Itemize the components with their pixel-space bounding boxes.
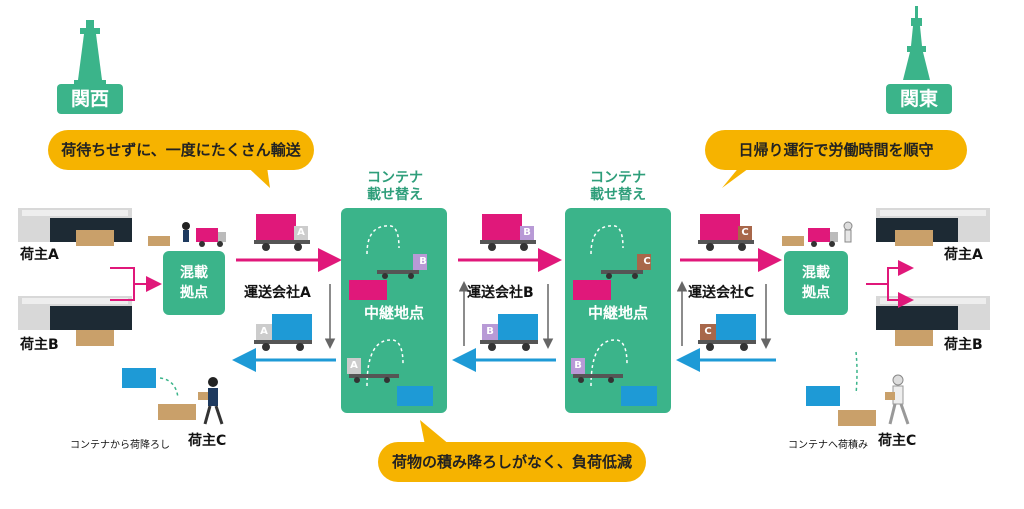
note-unload: コンテナから荷降ろし: [70, 440, 170, 451]
truck-top-c: [698, 214, 754, 251]
letter-a-hub1: A: [350, 360, 358, 371]
warehouse-right-b: [876, 296, 990, 346]
truck-top-b: [480, 214, 536, 251]
container-right: [806, 386, 840, 406]
truck-bottom-a: [254, 314, 312, 351]
letter-b-hub2: B: [574, 360, 582, 371]
region-west: 関西: [57, 84, 123, 114]
letter-b-bottom: B: [486, 326, 494, 337]
relay-hub-1-graphics: [347, 225, 433, 406]
shipper-b-west: 荷主B: [20, 337, 59, 353]
mixing-hub-west: 混載 拠点: [163, 251, 225, 315]
region-east: 関東: [886, 84, 952, 114]
worker-right-icon: [885, 374, 910, 425]
letter-a-top: A: [297, 227, 305, 238]
truck-bottom-b: [480, 314, 538, 351]
mixing-hub-east: 混載 拠点: [784, 251, 848, 315]
carrier-b: 運送会社B: [467, 285, 534, 301]
transfer-title-1: コンテナ 載せ替え: [367, 170, 423, 203]
shipper-c-east: 荷主C: [878, 433, 917, 449]
warehouse-right-a: [876, 208, 990, 246]
skytree-icon: [903, 6, 930, 80]
note-load: コンテナへ荷積み: [788, 440, 868, 451]
carrier-c: 運送会社C: [688, 285, 755, 301]
container-left: [122, 368, 156, 388]
warehouse-left-a: [18, 208, 132, 246]
warehouse-left-b: [18, 296, 132, 346]
osaka-tower-icon: [74, 20, 106, 86]
truck-bottom-c: [698, 314, 756, 351]
relay-hub-2: 中継地点 C B: [565, 208, 671, 413]
letter-c-hub2: C: [643, 256, 651, 267]
relay-label-2: 中継地点: [587, 304, 648, 322]
bubble-east: 日帰り運行で労働時間を順守: [705, 130, 967, 170]
relay-hub-2-graphics: [571, 225, 657, 406]
worker-left-icon: [198, 377, 224, 425]
carrier-a: 運送会社A: [244, 285, 311, 301]
shipper-c-west: 荷主C: [188, 433, 227, 449]
relay-label-1: 中継地点: [363, 304, 424, 322]
bubble-west: 荷待ちせずに、一度にたくさん輸送: [48, 130, 314, 170]
letter-c-top: C: [741, 227, 749, 238]
letter-b-hub1: B: [419, 256, 427, 267]
shipper-b-east: 荷主B: [944, 337, 983, 353]
bubble-tail-bottom: [420, 420, 450, 445]
transfer-title-2: コンテナ 載せ替え: [590, 170, 646, 203]
truck-top-a: [254, 214, 310, 251]
letter-b-top: B: [523, 227, 531, 238]
letter-c-bottom: C: [704, 326, 712, 337]
worker-with-truck-right: [782, 221, 853, 247]
bubble-bottom: 荷物の積み降ろしがなく、負荷低減: [378, 442, 646, 482]
letter-a-bottom: A: [260, 326, 268, 337]
worker-with-truck-left: [148, 222, 226, 247]
relay-hub-1: 中継地点 B A: [341, 208, 447, 413]
shipper-a-west: 荷主A: [20, 247, 59, 263]
shipper-a-east: 荷主A: [944, 247, 983, 263]
